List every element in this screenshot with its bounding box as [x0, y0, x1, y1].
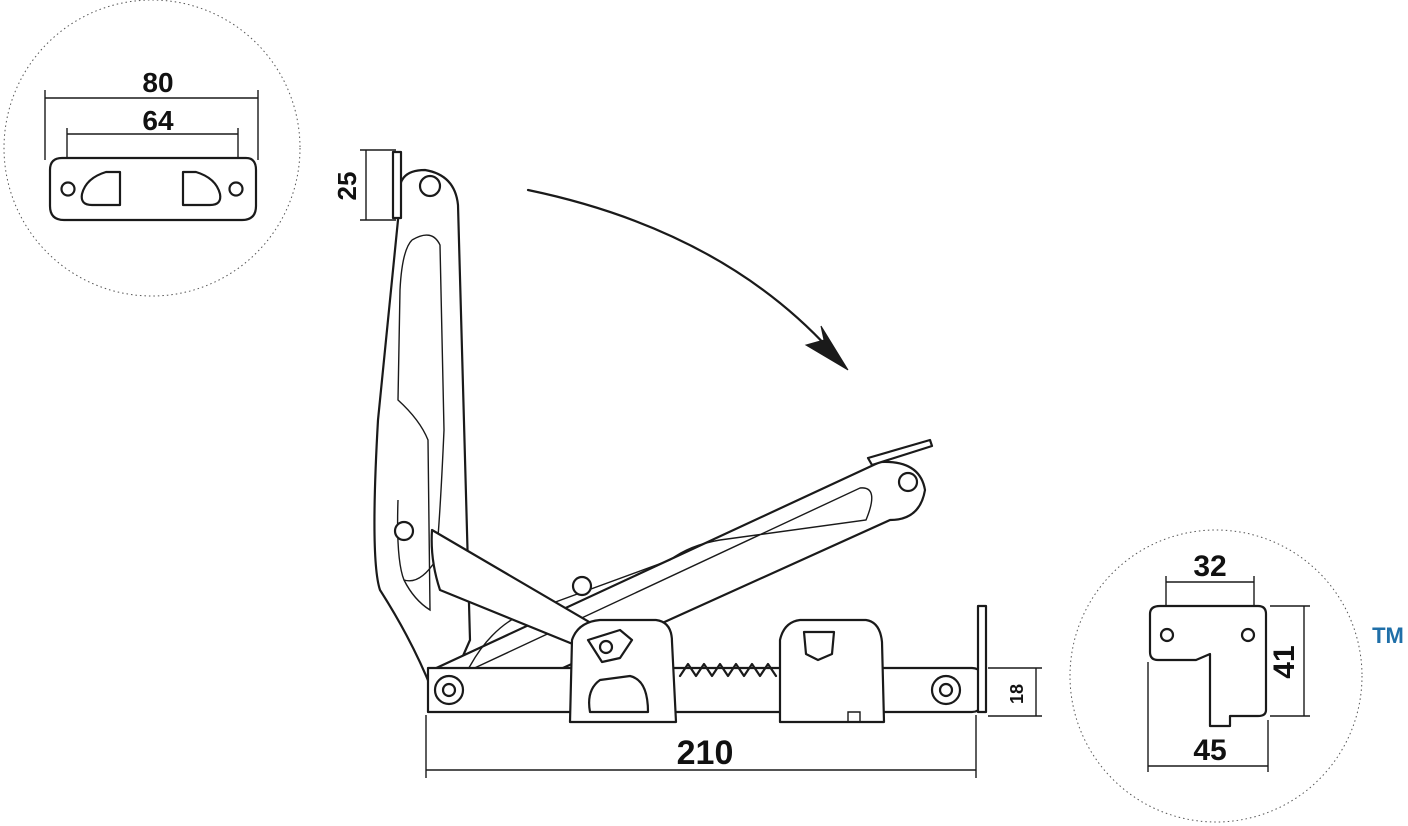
side-plate-detail-circle [1069, 529, 1363, 823]
curved-arrow-icon [526, 188, 849, 371]
base-length-label: 210 [677, 734, 734, 772]
side-plate-shape [1148, 604, 1268, 728]
base-rail [426, 666, 987, 714]
top-plate-overall-label: 80 [142, 67, 173, 98]
side-plate-height-label: 41 [1268, 645, 1301, 678]
top-bracket-height-label: 25 [332, 172, 362, 201]
upright-arm [373, 168, 472, 692]
hinge-mechanism: 25 18 [332, 149, 1042, 778]
top-plate-shape [48, 156, 258, 222]
top-bracket [391, 150, 403, 220]
side-plate-detail: 32 41 45 [1069, 529, 1363, 823]
base-height-label: 18 [1007, 684, 1027, 704]
top-plate-detail: 80 64 [3, 0, 301, 297]
top-plate-holes-label: 64 [142, 105, 174, 136]
side-plate-overall-label: 45 [1193, 734, 1226, 767]
rack-teeth [678, 662, 778, 678]
side-plate-width-label: 32 [1193, 550, 1226, 583]
end-plate [976, 604, 988, 714]
top-plate-detail-circle [3, 0, 301, 297]
trademark-label: TM [1372, 623, 1404, 648]
